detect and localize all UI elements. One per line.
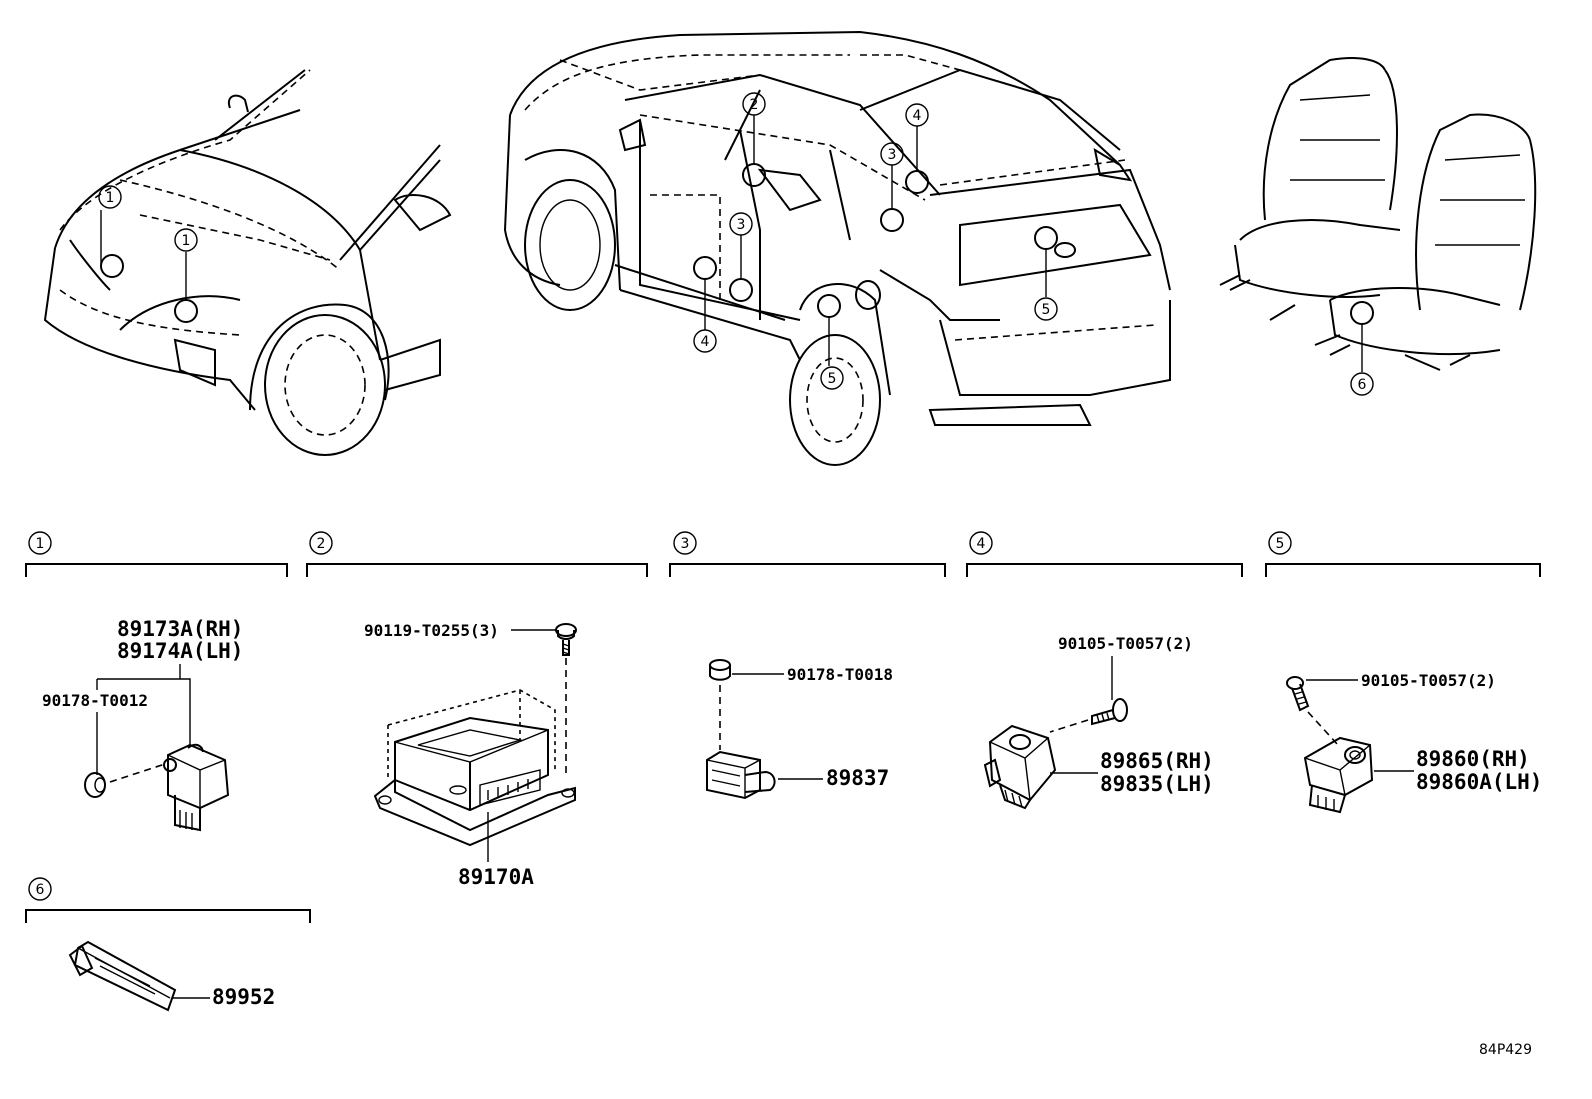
front-vehicle-illustration [43, 69, 452, 456]
part-89835-LH[interactable]: 89835(LH) [1100, 772, 1214, 796]
group-1-number: 1 [36, 536, 45, 552]
callout-3a-label: 3 [737, 217, 746, 233]
clip-90178-T0012-drawing [84, 772, 106, 798]
callout-1b-label: 1 [182, 233, 191, 249]
callout-5b[interactable]: 5 [1034, 226, 1058, 321]
group-3-parts: 90178-T0018 89837 [706, 659, 893, 800]
group-3-header: 3 [669, 531, 946, 577]
front-sensor-drawing [163, 743, 230, 832]
airbag-ecu-drawing [373, 689, 576, 847]
group-6-parts: 89952 [68, 940, 275, 1012]
overview-callouts: 1 1 2 3 3 4 [98, 92, 1374, 396]
group-headers: 1 2 3 4 5 6 [25, 531, 1541, 923]
group-5-parts: 90105-T0057(2) 89860(RH) 89860A(LH) [1286, 671, 1542, 814]
callout-2-label: 2 [750, 97, 759, 113]
callout-5b-label: 5 [1042, 302, 1051, 318]
callout-1a-label: 1 [106, 190, 115, 206]
group-3-number: 3 [681, 536, 690, 552]
bolt-90119-T0255-drawing [555, 623, 577, 656]
callout-1a[interactable]: 1 [98, 185, 124, 278]
part-89865-RH[interactable]: 89865(RH) [1100, 749, 1214, 773]
part-89837[interactable]: 89837 [826, 766, 889, 790]
callout-3b[interactable]: 3 [880, 142, 904, 232]
group-4-number: 4 [977, 536, 986, 552]
group-2-header: 2 [306, 531, 648, 577]
part-90119-T0255[interactable]: 90119-T0255(3) [364, 621, 499, 640]
part-90105-T0057-g4[interactable]: 90105-T0057(2) [1058, 634, 1193, 653]
group-5-number: 5 [1276, 536, 1285, 552]
callout-6-label: 6 [1358, 377, 1367, 393]
callout-4b[interactable]: 4 [905, 103, 929, 194]
callout-5a[interactable]: 5 [817, 294, 844, 390]
rear-sensor-89860-drawing [1303, 736, 1374, 814]
part-89860-RH[interactable]: 89860(RH) [1416, 747, 1530, 771]
callout-1b[interactable]: 1 [174, 228, 198, 323]
part-89952[interactable]: 89952 [212, 985, 275, 1009]
clip-90178-T0018-drawing [709, 659, 731, 681]
callout-2[interactable]: 2 [742, 92, 766, 187]
group-4-header: 4 [966, 531, 1243, 577]
group-2-number: 2 [317, 536, 326, 552]
group-1-header: 1 [25, 531, 288, 577]
door-sensor-89837-drawing [706, 750, 776, 800]
part-90178-T0018[interactable]: 90178-T0018 [787, 665, 893, 684]
part-89170A[interactable]: 89170A [458, 865, 534, 889]
callout-5a-label: 5 [828, 371, 837, 387]
part-89860A-LH[interactable]: 89860A(LH) [1416, 770, 1542, 794]
part-89173A-RH[interactable]: 89173A(RH) [117, 617, 243, 641]
bolt-90105-T0057-g4-drawing [1091, 698, 1128, 726]
group-6-header: 6 [25, 877, 311, 923]
group-6-number: 6 [36, 882, 45, 898]
part-90178-T0012[interactable]: 90178-T0012 [42, 691, 148, 710]
group-1-parts: 89173A(RH) 89174A(LH) 90178-T0012 [42, 617, 243, 832]
part-89174A-LH[interactable]: 89174A(LH) [117, 639, 243, 663]
group-4-parts: 90105-T0057(2) 89865(RH) 89835(LH) [983, 634, 1214, 810]
part-90105-T0057-g5[interactable]: 90105-T0057(2) [1361, 671, 1496, 690]
seat-sensor-89952-drawing [68, 940, 177, 1012]
rear-vehicle-illustration [503, 30, 1171, 466]
callout-4b-label: 4 [913, 108, 922, 124]
callout-6[interactable]: 6 [1350, 301, 1374, 396]
callout-4a[interactable]: 4 [693, 256, 717, 353]
callout-3a[interactable]: 3 [729, 212, 753, 302]
seats-illustration [1219, 57, 1537, 371]
group-2-parts: 90119-T0255(3) 89170A [364, 621, 577, 889]
callout-4a-label: 4 [701, 334, 710, 350]
group-5-header: 5 [1265, 531, 1541, 577]
callout-3b-label: 3 [888, 147, 897, 163]
figure-reference: 84P429 [1479, 1042, 1532, 1058]
bolt-90105-T0057-g5-drawing [1286, 676, 1310, 712]
side-sensor-89865-drawing [983, 724, 1057, 810]
